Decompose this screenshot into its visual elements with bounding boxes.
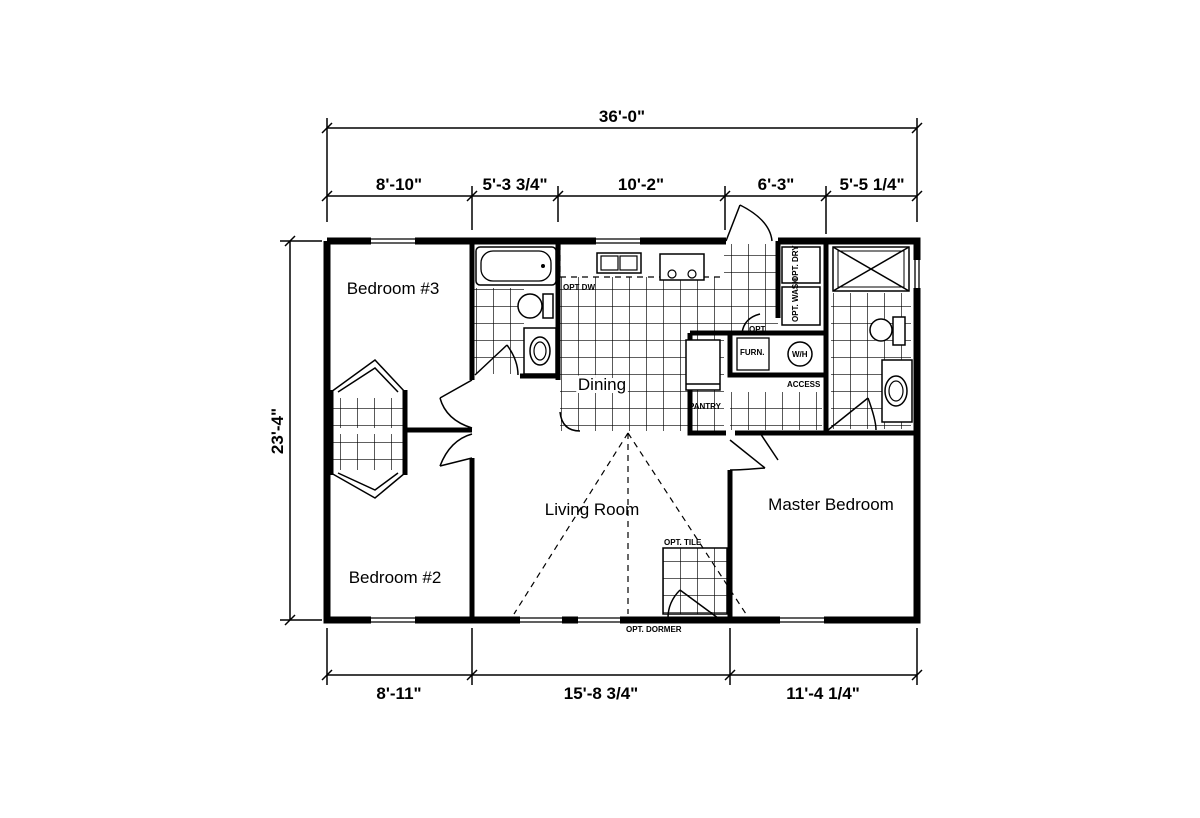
top-dim-5: 5'-5 1/4" (839, 175, 904, 194)
note-opt-wash: OPT. WASH (791, 278, 800, 322)
note-furn: FURN. (740, 348, 764, 357)
note-pantry: PANTRY (689, 402, 722, 411)
note-access: ACCESS (787, 380, 821, 389)
note-wh: W/H (792, 350, 808, 359)
interior-walls (328, 241, 917, 620)
top-dim-4: 6'-3" (758, 175, 795, 194)
windows (371, 236, 922, 625)
note-opt-dormer: OPT. DORMER (626, 625, 682, 634)
room-label-bedroom2: Bedroom #2 (349, 568, 442, 587)
note-opt-tile: OPT. TILE (664, 538, 702, 547)
bottom-dim-1: 8'-11" (376, 684, 421, 703)
top-dim-2: 5'-3 3/4" (482, 175, 547, 194)
bottom-dim-3: 11'-4 1/4" (786, 684, 860, 703)
room-label-dining: Dining (578, 375, 626, 394)
top-dim-1: 8'-10" (376, 175, 422, 194)
room-label-bedroom3: Bedroom #3 (347, 279, 440, 298)
note-opt: OPT. (749, 325, 767, 334)
room-label-master: Master Bedroom (768, 495, 894, 514)
top-dim-3: 10'-2" (618, 175, 664, 194)
fixtures (475, 244, 913, 615)
dimension-lines (280, 118, 923, 685)
overall-depth-label: 23'-4" (268, 408, 287, 454)
note-opt-dw: OPT DW (563, 283, 595, 292)
overall-width-label: 36'-0" (599, 107, 645, 126)
note-opt-dry: OPT. DRY (791, 245, 800, 282)
doors (330, 204, 877, 619)
bottom-dim-2: 15'-8 3/4" (564, 684, 638, 703)
room-label-living: Living Room (545, 500, 640, 519)
